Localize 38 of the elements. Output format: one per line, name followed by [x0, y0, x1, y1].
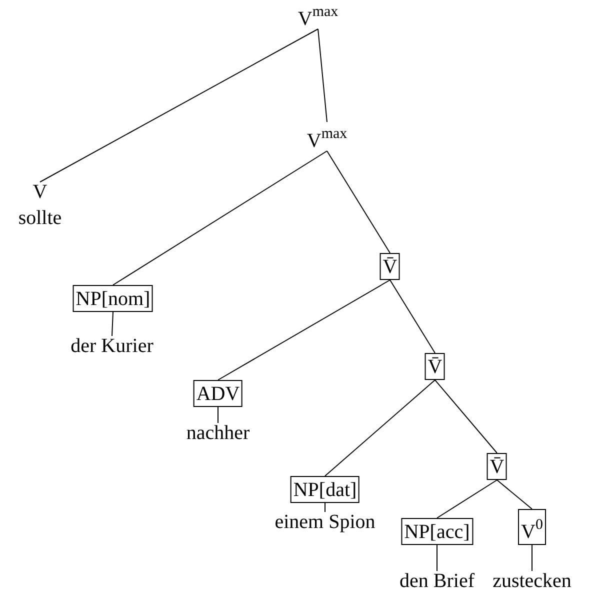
tree-branch — [112, 150, 328, 286]
tree-branch — [324, 380, 436, 476]
tree-branch — [436, 544, 438, 572]
tree-branch — [318, 28, 328, 122]
tree-branch — [112, 312, 114, 336]
tree-label: der Kurier — [70, 336, 154, 356]
category-box — [72, 285, 154, 312]
category-label: V$^{0}$ — [521, 516, 543, 542]
category-box — [518, 509, 546, 545]
category-box — [380, 253, 400, 280]
tree-branch — [434, 380, 498, 454]
category-label: NP[dat] — [293, 480, 357, 500]
category-box — [290, 476, 360, 503]
category-label: NP[nom] — [76, 289, 150, 309]
category-box — [401, 518, 473, 545]
tree-branch — [40, 28, 318, 182]
tree-branch — [390, 280, 436, 354]
tree-branch — [496, 480, 532, 510]
tree-label: nachher — [186, 423, 250, 443]
category-label: ADV — [196, 384, 240, 404]
tree-branch — [436, 480, 498, 518]
category-label: V̄ — [428, 357, 442, 377]
tree-label: einem Spion — [274, 512, 376, 532]
category-label: NP[acc] — [404, 522, 470, 542]
category-box — [424, 353, 446, 380]
tree-label: den Brief — [400, 571, 474, 591]
tree-label: sollte — [18, 208, 62, 228]
category-label: V̄ — [382, 257, 398, 277]
tree-branch — [324, 502, 326, 512]
tree-label: V$^{max}$ — [298, 3, 338, 29]
tree-branch — [218, 280, 390, 380]
category-label: V — [32, 182, 48, 202]
tree-label: zustecken — [492, 571, 572, 591]
category-box — [193, 380, 243, 407]
tree-branch — [326, 150, 390, 254]
category-box — [486, 453, 508, 480]
category-label: V̄ — [490, 457, 504, 477]
tree-label: V$^{max}$ — [306, 125, 348, 151]
